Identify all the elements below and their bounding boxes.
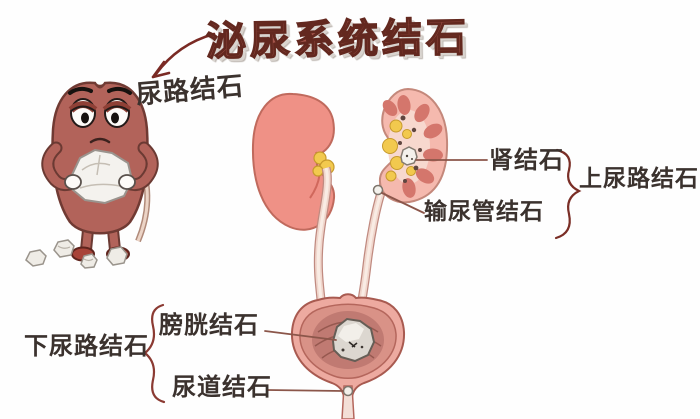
label-upper-tract-stones: 上尿路结石 bbox=[579, 166, 699, 192]
leader-bladder-stone bbox=[264, 330, 337, 341]
label-bladder-stones: 膀胱结石 bbox=[159, 311, 259, 339]
mascot-hand-left bbox=[64, 174, 82, 190]
left-ureter bbox=[313, 166, 332, 301]
mascot-mouth bbox=[89, 137, 111, 144]
label-kidney-stones: 肾结石 bbox=[489, 146, 564, 174]
label-urethra-stones: 尿道结石 bbox=[172, 373, 272, 401]
kidney-stone bbox=[400, 146, 418, 166]
renal-pyramids bbox=[382, 95, 443, 198]
leader-ureter-stone bbox=[381, 192, 425, 214]
leader-urethra-stone bbox=[266, 389, 344, 392]
mascot-eyebrow-right bbox=[107, 86, 132, 95]
urethra bbox=[341, 385, 355, 419]
renal-pelvis-fat bbox=[382, 119, 416, 182]
bladder bbox=[290, 293, 406, 419]
bladder-stone bbox=[331, 317, 376, 363]
right-ureter bbox=[357, 182, 389, 301]
ground-stones bbox=[25, 239, 128, 269]
ureter-stone bbox=[372, 184, 384, 196]
small-kidney-stones bbox=[398, 115, 422, 183]
urethra-stone bbox=[342, 385, 354, 397]
mascot-eyebrow-left bbox=[68, 86, 93, 95]
page-title: 泌尿系统结石 bbox=[205, 14, 471, 66]
arrow-to-mascot-icon bbox=[151, 32, 216, 79]
mascot-eyes bbox=[68, 98, 132, 128]
right-kidney-cross-section bbox=[357, 87, 449, 301]
mascot-hand-right bbox=[118, 174, 136, 190]
label-lower-tract-stones: 下尿路结石 bbox=[24, 332, 149, 360]
upper-tract-brace bbox=[554, 148, 582, 240]
left-kidney bbox=[251, 92, 336, 301]
leader-lines bbox=[264, 159, 488, 392]
lower-tract-brace bbox=[143, 303, 166, 404]
label-ureter-stones: 输尿管结石 bbox=[424, 199, 544, 225]
